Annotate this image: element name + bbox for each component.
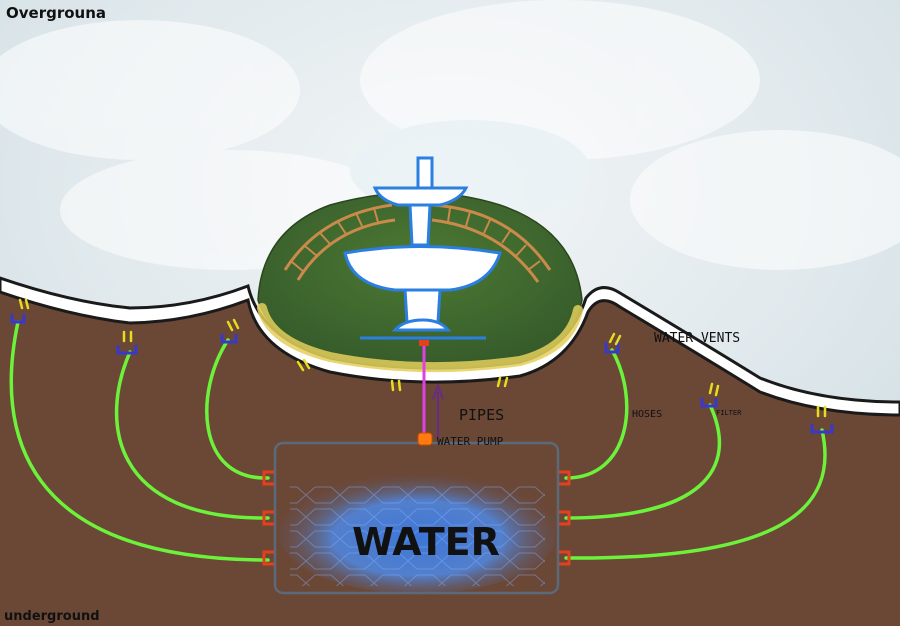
- filter-icon: [10, 314, 834, 434]
- hoses-group: [9, 320, 827, 562]
- water-label: WATER: [352, 520, 500, 564]
- underground-label: underground: [4, 609, 100, 624]
- pump-icon: [417, 432, 433, 446]
- fountain-icon: [343, 156, 502, 340]
- water-vents-label: WATER VENTS: [654, 331, 740, 346]
- cloud-layer: [0, 0, 900, 270]
- tank-icon: [273, 441, 560, 595]
- pipes-label: PIPES: [459, 406, 504, 424]
- trellis-icon: [283, 203, 552, 283]
- vent-marks-group: [18, 298, 827, 418]
- pipes-icon: [419, 340, 444, 438]
- connectors-group: [262, 470, 571, 566]
- overground-label: Overgrouna: [6, 4, 106, 22]
- hoses-label: HOSES: [632, 409, 662, 420]
- water-pump-label: WATER PUMP: [437, 435, 504, 448]
- filter-label: FILTER: [716, 409, 742, 417]
